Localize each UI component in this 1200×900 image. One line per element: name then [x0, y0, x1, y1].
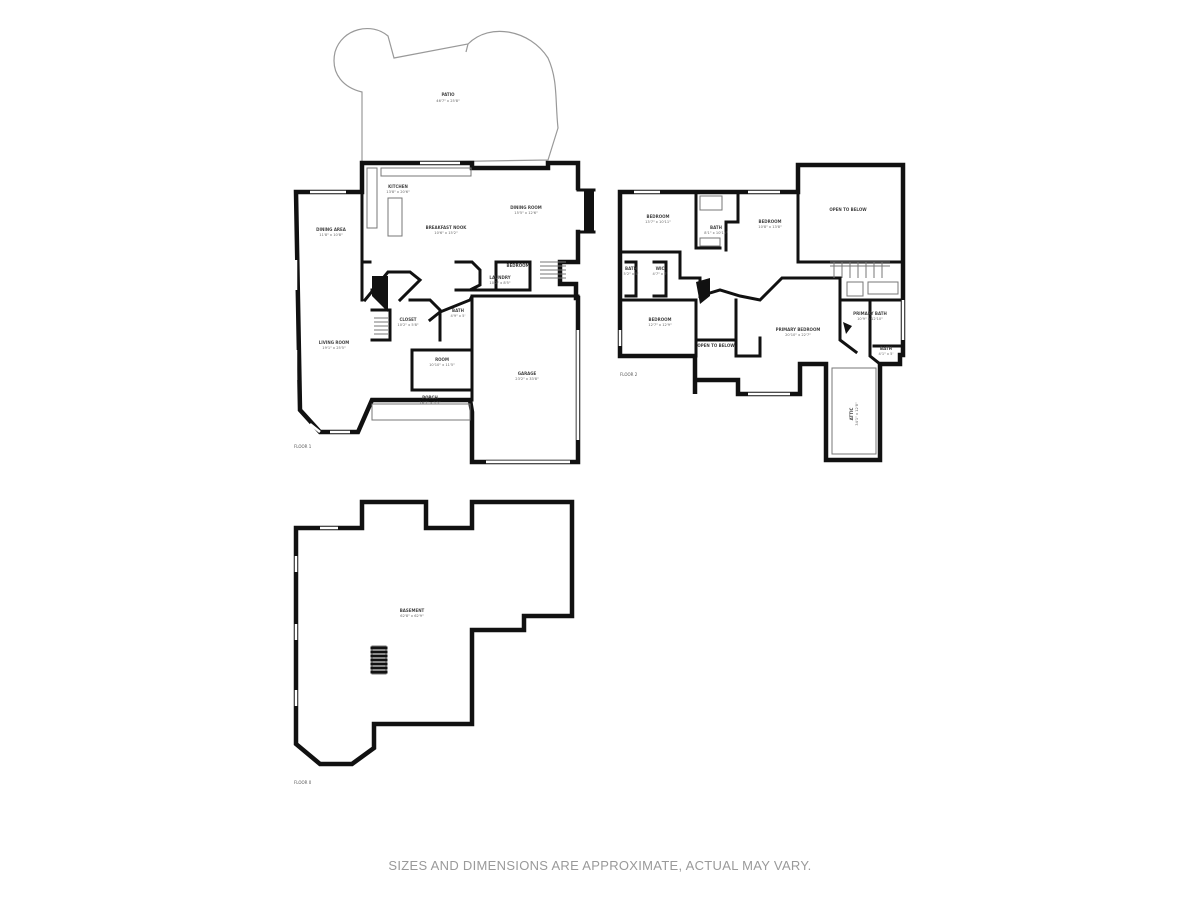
porch-label: PORCH — [422, 395, 438, 400]
breakfast-nook-label: BREAKFAST NOOK — [426, 225, 468, 230]
floor-2-outline — [617, 162, 906, 463]
primary-bedroom-dims: 20'10" x 22'7" — [785, 333, 811, 337]
room-dims-f1: 10'10" x 11'5" — [429, 363, 455, 367]
floor-1-label: FLOOR 1 — [294, 444, 312, 449]
bath-c-dims: 4'1" x 5' — [879, 352, 894, 356]
bedroom-b-label: BEDROOM — [759, 219, 782, 224]
dining-room-label: DINING ROOM — [510, 205, 542, 210]
kitchen-dims: 13'8" x 20'6" — [386, 190, 410, 194]
kitchen-label: KITCHEN — [388, 184, 408, 189]
breakfast-nook-dims: 10'6" x 15'2" — [434, 231, 458, 235]
stair-core-f2 — [696, 278, 710, 304]
closet-label: CLOSET — [399, 317, 416, 322]
bedroom-a-dims: 13'7" x 10'11" — [645, 220, 671, 224]
floor-2-plan: BEDROOM 13'7" x 10'11" BATH 8'1" x 10'11… — [617, 162, 906, 463]
floor-1-outline — [293, 160, 581, 465]
bath-a-dims: 8'1" x 10'11" — [704, 231, 728, 235]
attic-label: ATTIC — [849, 408, 854, 421]
basement-floor-label: FLOOR 0 — [294, 780, 312, 785]
bedroom-c-dims: 12'7" x 12'9" — [648, 323, 672, 327]
bath-label-f1: BATH — [452, 308, 464, 313]
basement-label: BASEMENT — [400, 608, 425, 613]
basement-outline — [293, 499, 575, 767]
bath-b-dims: 5'2" x 5' — [624, 272, 639, 276]
disclaimer-text: SIZES AND DIMENSIONS ARE APPROXIMATE, AC… — [388, 858, 812, 873]
kitchen-counter — [366, 167, 378, 229]
open-below-b-label: OPEN TO BELOW — [697, 343, 735, 348]
porch-outline — [371, 403, 471, 421]
dining-area-label: DINING AREA — [316, 227, 347, 232]
room-label-f1: ROOM — [435, 357, 449, 362]
fireplace — [584, 190, 594, 232]
floor-1-plan: PATIO 46'7" x 25'8" KITCHEN 13'8" x 20'6… — [293, 27, 596, 465]
attic-inner — [831, 367, 877, 455]
garage-dims: 23'2" x 33'8" — [515, 377, 539, 381]
primary-bath-dims: 10'9" x 12'10" — [857, 317, 883, 321]
laundry-label: LAUNDRY — [489, 275, 510, 280]
bedroom-label-f1: BEDROOM — [507, 263, 530, 268]
stair-core — [372, 276, 388, 312]
living-room-label: LIVING ROOM — [319, 340, 350, 345]
wall — [360, 190, 372, 264]
living-room-dims: 19'1" x 25'5" — [322, 346, 346, 350]
primary-bath-label: PRIMARY BATH — [853, 311, 887, 316]
basement-plan: BASEMENT 62'8" x 62'9" FLOOR 0 — [293, 499, 575, 785]
wic-dims: 4'7" x 7' — [653, 272, 668, 276]
dining-area-dims: 11'8" x 10'8" — [319, 233, 343, 237]
bedroom-b-dims: 10'8" x 13'8" — [758, 225, 782, 229]
bedroom-a-label: BEDROOM — [647, 214, 670, 219]
closet-dims: 10'2" x 5'8" — [397, 323, 418, 327]
patio-label: PATIO — [442, 92, 456, 97]
wic-label: WIC — [656, 266, 665, 271]
bath-a-label: BATH — [710, 225, 722, 230]
patio-outline — [333, 27, 559, 164]
kitchen-island — [387, 197, 403, 237]
bath-dims-f1: 4'9" x 5' — [451, 314, 466, 318]
patio-step — [465, 43, 469, 53]
patio-dims: 46'7" x 25'8" — [436, 99, 460, 103]
dining-room-dims: 15'5" x 12'6" — [514, 211, 538, 215]
primary-bedroom-label: PRIMARY BEDROOM — [776, 327, 821, 332]
attic-dims: 34'1" x 12'8" — [855, 402, 859, 426]
porch-dims: 16'7" x 5'5" — [419, 401, 440, 405]
basement-dims: 62'8" x 62'9" — [400, 614, 424, 618]
open-below-a-label: OPEN TO BELOW — [829, 207, 867, 212]
floor-2-label: FLOOR 2 — [620, 372, 638, 377]
bedroom-c-label: BEDROOM — [649, 317, 672, 322]
bath-b-label: BATH — [625, 266, 637, 271]
garage-label: GARAGE — [518, 371, 537, 376]
bath-c-label: BATH — [880, 346, 892, 351]
laundry-dims: 10'2" x 8'5" — [489, 281, 510, 285]
